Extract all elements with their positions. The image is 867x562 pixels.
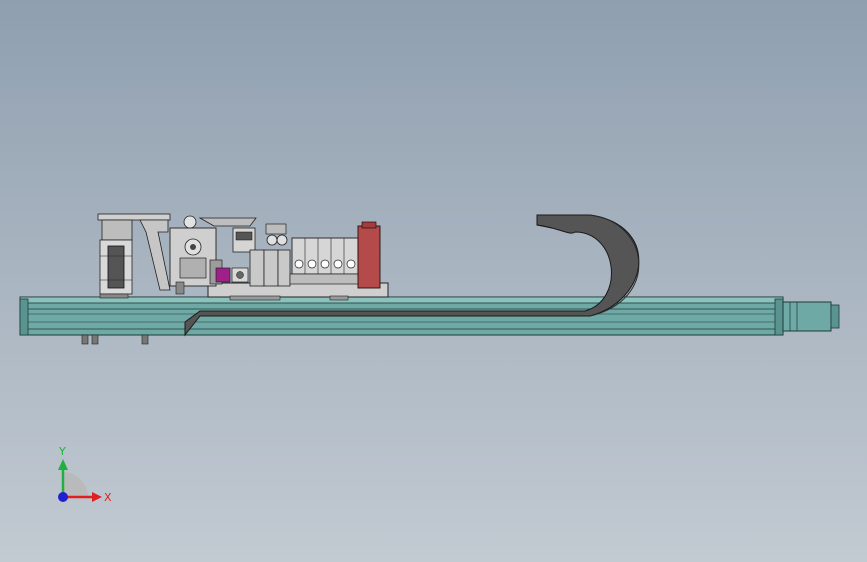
gripper-assembly[interactable] [97, 213, 171, 299]
cable-drag-chain[interactable] [184, 214, 640, 337]
linear-rail[interactable] [19, 296, 784, 336]
air-manifold[interactable] [357, 221, 381, 289]
triad-y-label: Y [58, 445, 66, 458]
z-axis-dot [58, 492, 68, 502]
triad-x-label: X [104, 491, 112, 504]
servo-motor[interactable] [782, 301, 840, 332]
coordinate-triad: Y X [58, 445, 112, 504]
valve-bank[interactable] [289, 237, 361, 285]
rotary-mechanism[interactable] [169, 215, 257, 295]
rail-feet [81, 334, 149, 345]
carriage-plate[interactable] [207, 282, 389, 301]
sensor-blocks [215, 267, 249, 283]
pneumatic-cylinders[interactable] [232, 223, 291, 287]
